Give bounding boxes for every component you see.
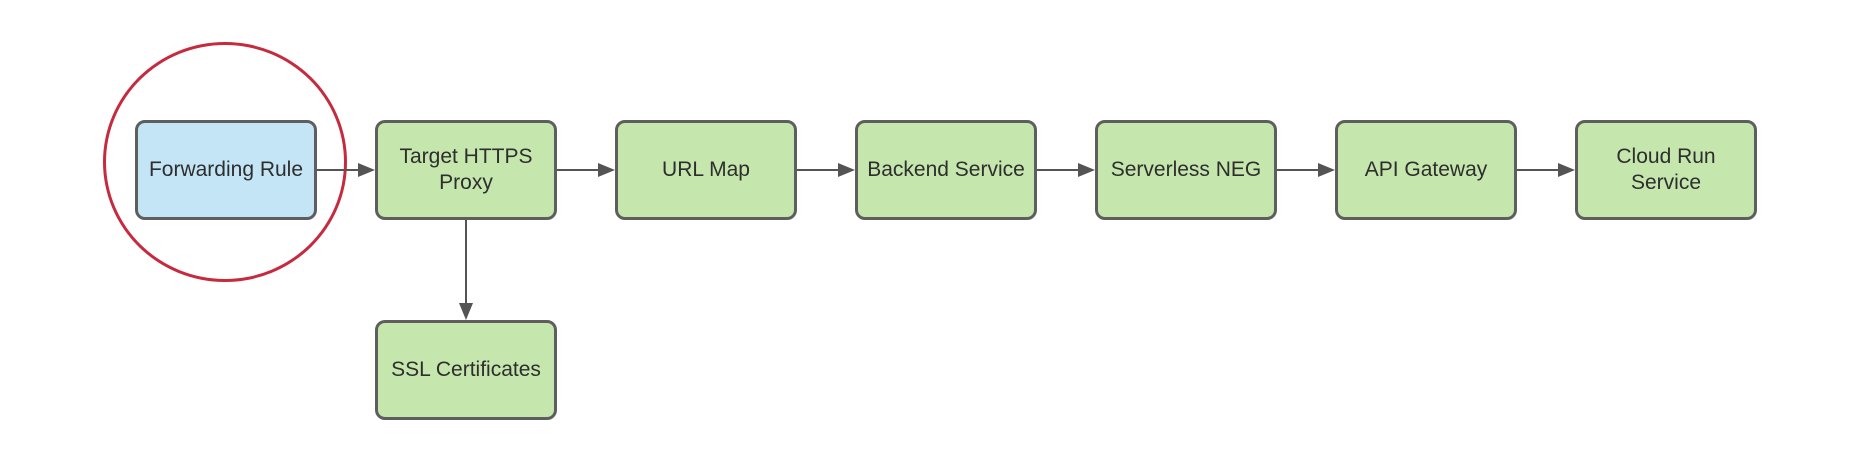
node-label: Cloud Run Service: [1616, 144, 1716, 194]
node-api-gateway[interactable]: API Gateway: [1335, 120, 1517, 220]
node-cloud-run-service[interactable]: Cloud Run Service: [1575, 120, 1757, 220]
node-label: Forwarding Rule: [148, 157, 304, 181]
connector-backend-service-to-serverless-neg: [1037, 169, 1080, 171]
node-serverless-neg[interactable]: Serverless NEG: [1095, 120, 1277, 220]
connector-target-https-proxy-to-ssl-certificates: [465, 220, 467, 305]
node-label: URL Map: [662, 157, 750, 181]
node-label: SSL Certificates: [391, 357, 541, 381]
arrowhead-icon: [459, 303, 473, 320]
arrowhead-icon: [598, 163, 615, 177]
node-label: Target HTTPS Proxy: [399, 144, 533, 194]
node-label: Backend Service: [867, 157, 1025, 181]
arrowhead-icon: [838, 163, 855, 177]
connector-target-https-proxy-to-url-map: [557, 169, 600, 171]
node-backend-service[interactable]: Backend Service: [855, 120, 1037, 220]
node-label: Serverless NEG: [1110, 157, 1262, 181]
connector-url-map-to-backend-service: [797, 169, 840, 171]
connector-serverless-neg-to-api-gateway: [1277, 169, 1320, 171]
node-url-map[interactable]: URL Map: [615, 120, 797, 220]
arrowhead-icon: [1558, 163, 1575, 177]
node-forwarding-rule[interactable]: Forwarding Rule: [135, 120, 317, 220]
arrowhead-icon: [358, 163, 375, 177]
connector-api-gateway-to-cloud-run-service: [1517, 169, 1560, 171]
node-target-https-proxy[interactable]: Target HTTPS Proxy: [375, 120, 557, 220]
arrowhead-icon: [1318, 163, 1335, 177]
node-ssl-certificates[interactable]: SSL Certificates: [375, 320, 557, 420]
arrowhead-icon: [1078, 163, 1095, 177]
connector-forwarding-rule-to-target-https-proxy: [317, 169, 360, 171]
node-label: API Gateway: [1364, 157, 1488, 181]
highlight-circle: [103, 42, 347, 282]
